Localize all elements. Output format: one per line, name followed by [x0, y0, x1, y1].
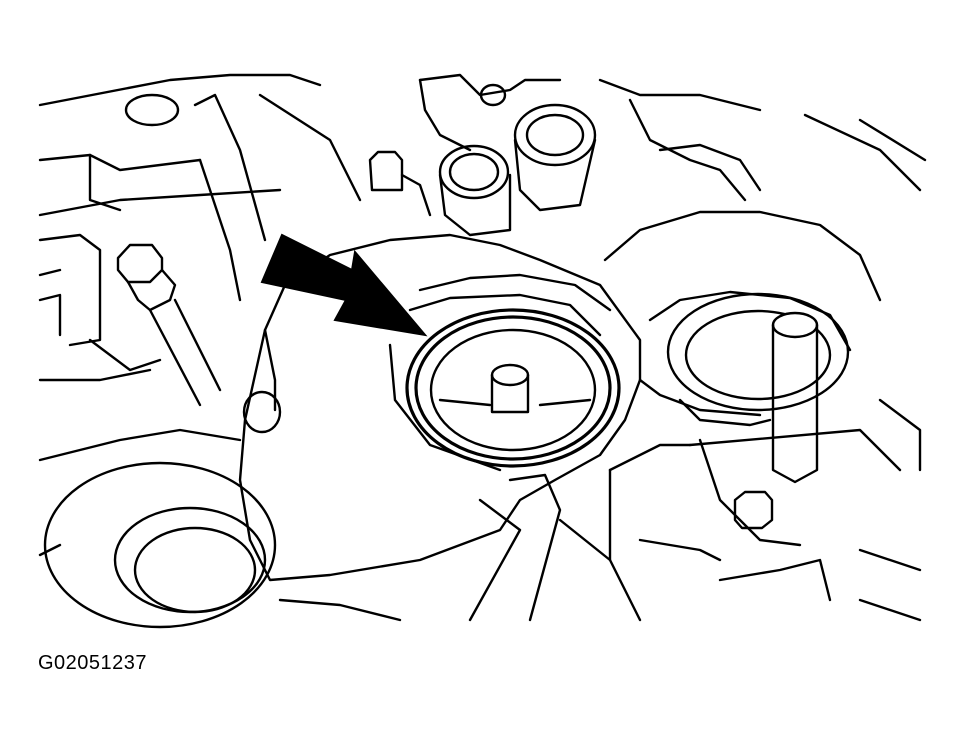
bolt-right	[733, 490, 774, 530]
seal-bore	[405, 308, 621, 468]
right-cover	[603, 210, 922, 622]
background-housing	[38, 73, 927, 462]
figure-identifier: G02051237	[38, 652, 148, 674]
arrow-icon	[260, 233, 428, 337]
dowel-pin	[771, 311, 819, 484]
pipes	[368, 103, 597, 237]
callout-arrow	[260, 233, 428, 337]
bolt-left	[116, 243, 222, 407]
lower-housing	[38, 461, 642, 629]
shaft-stub	[490, 363, 530, 414]
